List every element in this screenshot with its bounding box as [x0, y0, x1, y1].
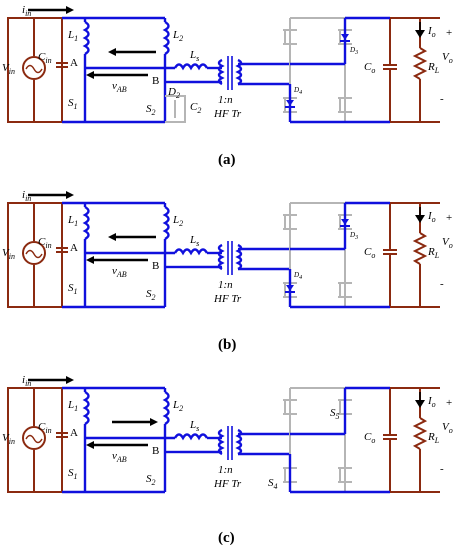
panel-a: iin Vin Cin L1 L2 Ls A B vAB S1 S2 D2 C2…: [2, 4, 453, 168]
hftr-label: HF Tr: [213, 108, 242, 120]
iin-label: iin: [22, 189, 31, 203]
hftr-label: HF Tr: [213, 478, 242, 490]
s2-label: S2: [146, 473, 156, 487]
vab-label: vAB: [112, 80, 127, 94]
node-b-label: B: [152, 445, 159, 457]
caption-a: (a): [218, 152, 236, 168]
minus-label: -: [440, 278, 444, 290]
vab-label: vAB: [112, 265, 127, 279]
node-b-label: B: [152, 75, 159, 87]
io-label: Io: [427, 25, 436, 39]
l2-label: L2: [172, 29, 183, 43]
vo-label: Vo: [442, 236, 453, 250]
plus-label: +: [446, 212, 452, 224]
ratio-label: 1:n: [218, 464, 233, 476]
cin-label: Cin: [38, 236, 52, 250]
io-label: Io: [427, 210, 436, 224]
co-label: Co: [364, 61, 375, 75]
caption-b: (b): [218, 337, 236, 353]
minus-label: -: [440, 93, 444, 105]
s4-label: S4: [268, 477, 278, 491]
co-label: Co: [364, 246, 375, 260]
cin-label: Cin: [38, 421, 52, 435]
s1-label: S1: [68, 467, 78, 481]
ls-label: Ls: [189, 49, 199, 63]
vin-label: Vin: [2, 432, 15, 446]
vo-label: Vo: [442, 51, 453, 65]
cin-label: Cin: [38, 51, 52, 65]
hftr-label: HF Tr: [213, 293, 242, 305]
rl-label: RL: [427, 431, 440, 445]
panel-b: iin Vin Cin L1 L2 Ls A B vAB S1 S2 1:n H…: [2, 189, 453, 353]
ls-label: Ls: [189, 234, 199, 248]
s2-label: S2: [146, 103, 156, 117]
node-a-label: A: [70, 427, 78, 439]
node-a-label: A: [70, 242, 78, 254]
iin-label: iin: [22, 4, 31, 18]
plus-label: +: [446, 397, 452, 409]
d4-label: D4: [293, 86, 302, 96]
io-label: Io: [427, 395, 436, 409]
co-label: Co: [364, 431, 375, 445]
ls-label: Ls: [189, 419, 199, 433]
l1-label: L1: [67, 399, 78, 413]
ratio-label: 1:n: [218, 279, 233, 291]
vin-label: Vin: [2, 62, 15, 76]
s5-label: S5: [330, 407, 340, 421]
ratio-label: 1:n: [218, 94, 233, 106]
d3-label: D3: [349, 231, 358, 241]
s1-label: S1: [68, 282, 78, 296]
rl-label: RL: [427, 61, 440, 75]
node-b-label: B: [152, 260, 159, 272]
panel-c: iin Vin Cin L1 L2 Ls A B vAB S1 S2 1:n H…: [2, 374, 453, 546]
iin-label: iin: [22, 374, 31, 388]
plus-label: +: [446, 27, 452, 39]
l1-label: L1: [67, 214, 78, 228]
vo-label: Vo: [442, 421, 453, 435]
node-a-label: A: [70, 57, 78, 69]
vin-label: Vin: [2, 247, 15, 261]
s2-label: S2: [146, 288, 156, 302]
s1-label: S1: [68, 97, 78, 111]
minus-label: -: [440, 463, 444, 475]
d4-label: D4: [293, 271, 302, 281]
rl-label: RL: [427, 246, 440, 260]
l2-label: L2: [172, 214, 183, 228]
d2-label: D2: [167, 86, 180, 100]
vab-label: vAB: [112, 450, 127, 464]
l1-label: L1: [67, 29, 78, 43]
c2-label: C2: [190, 101, 201, 115]
d3-label: D3: [349, 46, 358, 56]
caption-c: (c): [218, 530, 235, 546]
l2-label: L2: [172, 399, 183, 413]
